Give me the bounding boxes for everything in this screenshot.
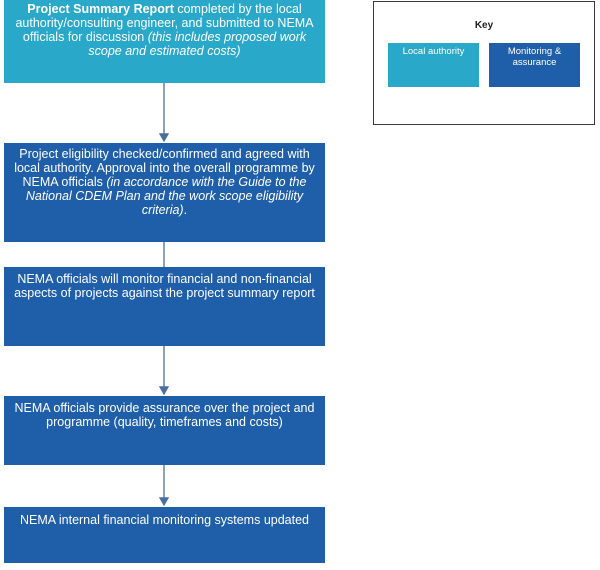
step-project-summary-report: Project Summary Report completed by the … [4,0,325,83]
step-eligibility-check: Project eligibility checked/confirmed an… [4,143,325,242]
step-systems-updated: NEMA internal financial monitoring syste… [4,507,325,563]
step2-text: Project eligibility checked/confirmed an… [14,147,315,189]
legend-key: Key Local authority Monitoring & assuran… [373,1,595,125]
step2-tail-text: . [183,203,188,217]
step-monitor-projects: NEMA officials will monitor financial an… [4,267,325,346]
step1-bold-text: Project Summary Report [27,2,174,16]
step5-text: NEMA internal financial monitoring syste… [19,513,310,527]
step3-text: NEMA officials will monitor financial an… [14,272,315,300]
step1-italic-text: (this includes proposed work scope and e… [88,30,307,58]
step-provide-assurance: NEMA officials provide assurance over th… [4,396,325,465]
step2-italic-text: (in accordance with the Guide to the Nat… [25,175,307,217]
step4-text: NEMA officials provide assurance over th… [14,401,315,429]
legend-monitoring-assurance: Monitoring & assurance [489,43,580,87]
legend-local-authority-label: Local authority [402,46,465,57]
legend-local-authority: Local authority [388,43,479,87]
legend-title: Key [474,20,494,31]
step1-text: completed by the local authority/consult… [15,2,314,44]
legend-monitoring-assurance-label: Monitoring & assurance [507,46,562,68]
